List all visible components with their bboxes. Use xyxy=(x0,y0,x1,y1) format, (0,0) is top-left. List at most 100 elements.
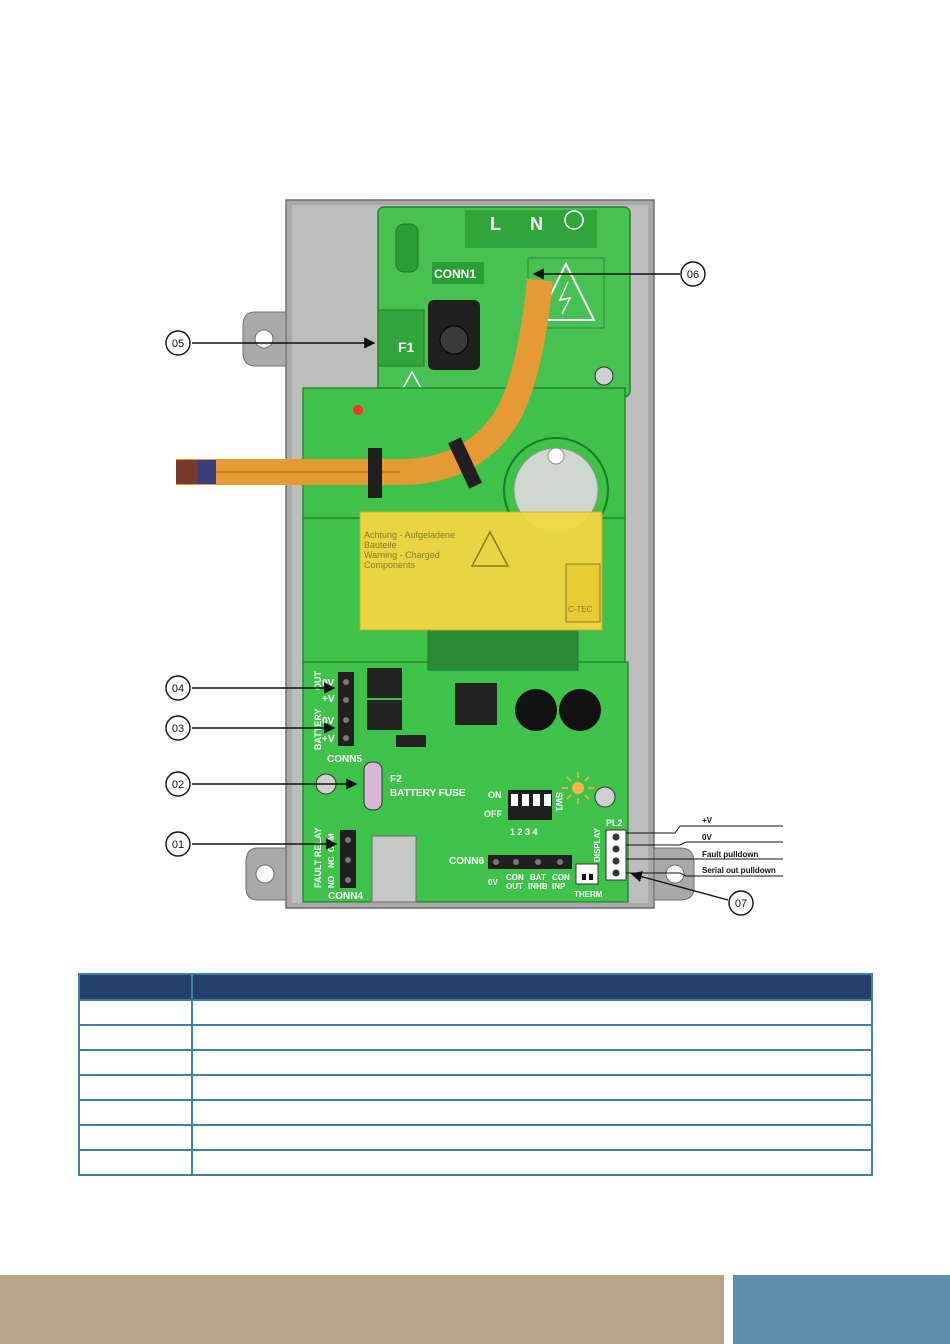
mounting-hole-icon xyxy=(254,329,274,349)
mounting-hole-icon xyxy=(255,864,275,884)
earth-symbol-icon xyxy=(564,210,584,230)
table-cell xyxy=(78,1124,193,1151)
svg-text:OUT: OUT xyxy=(313,671,323,691)
table-cell xyxy=(78,1049,193,1076)
conn6-label: CONN6 xyxy=(449,856,484,867)
svg-text:F2: F2 xyxy=(390,774,402,785)
svg-text:01: 01 xyxy=(172,839,184,851)
table-header-cell xyxy=(78,973,193,1001)
table-row xyxy=(78,1124,873,1151)
svg-text:COM: COM xyxy=(327,833,336,852)
svg-text:INHB: INHB xyxy=(528,882,548,891)
sw1-dip-switch: ON OFF 1 2 3 4 SW1 xyxy=(484,772,594,837)
callout-01: 01 xyxy=(165,831,191,857)
conn5-label: CONN5 xyxy=(327,754,362,765)
svg-text:1 2 3 4: 1 2 3 4 xyxy=(510,827,538,837)
battery-fuse: F2 BATTERY FUSE xyxy=(363,761,466,811)
svg-text:06: 06 xyxy=(687,269,699,281)
svg-text:OUT: OUT xyxy=(506,882,523,891)
therm-label: THERM xyxy=(574,890,603,899)
table-cell xyxy=(78,1074,193,1101)
svg-text:Achtung - Aufgeladene: Achtung - Aufgeladene xyxy=(364,530,455,540)
callout-02: 02 xyxy=(165,771,191,797)
svg-text:CON: CON xyxy=(552,873,570,882)
table-row xyxy=(78,999,873,1026)
svg-text:Warning - Charged: Warning - Charged xyxy=(364,550,440,560)
power-led-icon xyxy=(353,405,363,415)
callout-03: 03 xyxy=(165,715,191,741)
pl2-wire-label: Serial out pulldown xyxy=(702,866,776,875)
svg-text:03: 03 xyxy=(172,723,184,735)
svg-text:0V: 0V xyxy=(488,878,498,887)
footer-accent-block xyxy=(733,1275,950,1344)
warning-label: Achtung - Aufgeladene Bauteile Warning -… xyxy=(359,511,603,631)
svg-text:INP: INP xyxy=(552,882,566,891)
svg-text:02: 02 xyxy=(172,779,184,791)
svg-text:0V: 0V xyxy=(322,716,335,727)
svg-text:DISPLAY: DISPLAY xyxy=(593,827,602,862)
connection-table xyxy=(78,973,873,1176)
pl2-wire-label: 0V xyxy=(702,833,712,842)
table-header-row xyxy=(78,973,873,1001)
svg-text:NC: NC xyxy=(327,856,336,868)
svg-text:BATTERY: BATTERY xyxy=(313,709,323,751)
table-header-cell xyxy=(191,973,873,1001)
hazard-triangle-icon xyxy=(536,261,596,321)
table-cell xyxy=(191,1049,873,1076)
svg-text:PL2: PL2 xyxy=(606,818,623,828)
svg-text:NO: NO xyxy=(327,876,336,888)
table-cell xyxy=(191,1074,873,1101)
conn1-label: CONN1 xyxy=(434,267,476,281)
cable-tie-icon xyxy=(368,448,382,498)
table-cell xyxy=(78,1024,193,1051)
svg-text:Components: Components xyxy=(364,560,416,570)
table-cell xyxy=(78,1149,193,1176)
psu-wiring-diagram: L N CONN1 F1 xyxy=(165,199,783,916)
table-row xyxy=(78,1049,873,1076)
svg-text:05: 05 xyxy=(172,338,184,350)
svg-text:FAULT RELAY: FAULT RELAY xyxy=(313,827,323,888)
table-cell xyxy=(78,1099,193,1126)
screw-icon xyxy=(594,786,616,808)
svg-text:Bauteile: Bauteile xyxy=(364,540,397,550)
svg-text:CON: CON xyxy=(506,873,524,882)
svg-text:ON: ON xyxy=(488,790,502,800)
svg-text:OFF: OFF xyxy=(484,809,502,819)
footer-band xyxy=(0,1275,724,1344)
table-cell xyxy=(191,999,873,1026)
svg-text:L: L xyxy=(490,214,501,234)
screw-icon xyxy=(594,366,614,386)
status-led-icon xyxy=(572,782,584,794)
svg-text:BAT: BAT xyxy=(530,873,546,882)
table-cell xyxy=(191,1024,873,1051)
mounting-hole-icon xyxy=(665,864,685,884)
table-cell xyxy=(191,1124,873,1151)
svg-text:N: N xyxy=(530,214,543,234)
table-row xyxy=(78,1099,873,1126)
table-row xyxy=(78,1074,873,1101)
cable-tie-icon xyxy=(448,437,482,489)
callout-07: 07 xyxy=(728,890,754,916)
callout-05: 05 xyxy=(165,330,191,356)
table-row xyxy=(78,1024,873,1051)
svg-text:SW1: SW1 xyxy=(554,792,564,812)
conn4-label: CONN4 xyxy=(328,891,363,902)
table-row xyxy=(78,1149,873,1176)
hazard-triangle-icon xyxy=(470,530,510,567)
table-cell xyxy=(78,999,193,1026)
f1-label: F1 xyxy=(398,339,415,355)
mains-cover: L N CONN1 F1 xyxy=(377,206,631,398)
display-pl2: DISPLAY PL2 xyxy=(593,818,627,881)
svg-text:04: 04 xyxy=(172,683,184,695)
mains-cable xyxy=(176,278,553,498)
callout-04: 04 xyxy=(165,675,191,701)
svg-text:BATTERY FUSE: BATTERY FUSE xyxy=(390,788,466,799)
table-cell xyxy=(191,1099,873,1126)
pl2-wire-label: +V xyxy=(702,816,713,825)
table-cell xyxy=(191,1149,873,1176)
conn6-terminals: CONN6 0V CON OUT BAT INHB CON INP THERM xyxy=(449,855,603,899)
callout-arrows xyxy=(192,268,729,901)
svg-text:07: 07 xyxy=(735,898,747,910)
callout-06: 06 xyxy=(680,261,706,287)
pl2-wires xyxy=(626,825,783,877)
